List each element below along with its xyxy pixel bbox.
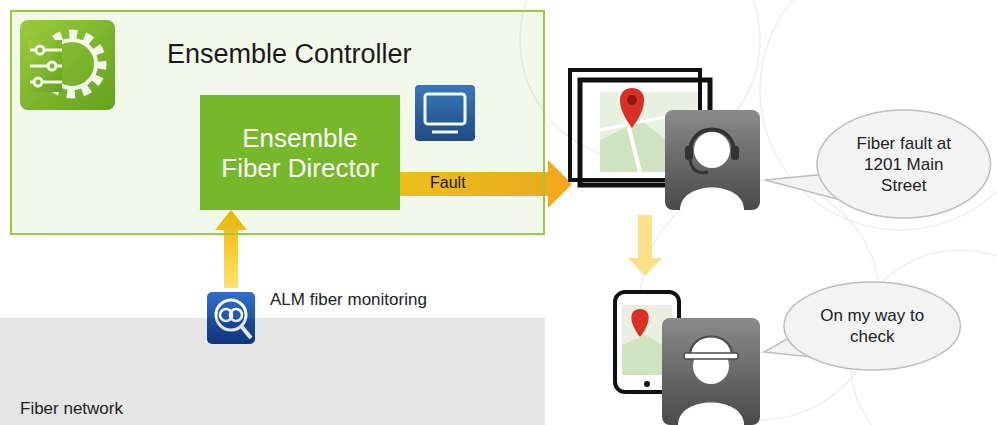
speech-text: On my way to check [812,305,932,347]
node-text: Ensemble Fiber Director [220,123,380,183]
dispatch-arrow [628,215,662,276]
technician-avatar [662,318,760,425]
speech-text: Fiber fault at 1201 Main Street [845,133,963,196]
node-text: ALM fiber monitoring [270,290,427,310]
flow-label: Fault [430,173,466,193]
node-text: Fiber network [20,399,123,419]
node-text: Ensemble Controller [167,38,412,70]
speech-bubble-outline [782,280,962,372]
bubble-body [817,110,991,218]
speech-bubble: On my way to check [782,280,962,372]
process-box: Ensemble Fiber Director [200,95,400,210]
controller-panel: Ensemble Fiber Director Ensemble Controll… [10,10,545,235]
bubble-body [784,282,960,370]
dispatcher-avatar [665,110,760,210]
network-band: Fiber network [0,318,545,425]
speech-bubble: Fiber fault at 1201 Main Street [815,108,993,220]
background-circles [520,0,997,425]
